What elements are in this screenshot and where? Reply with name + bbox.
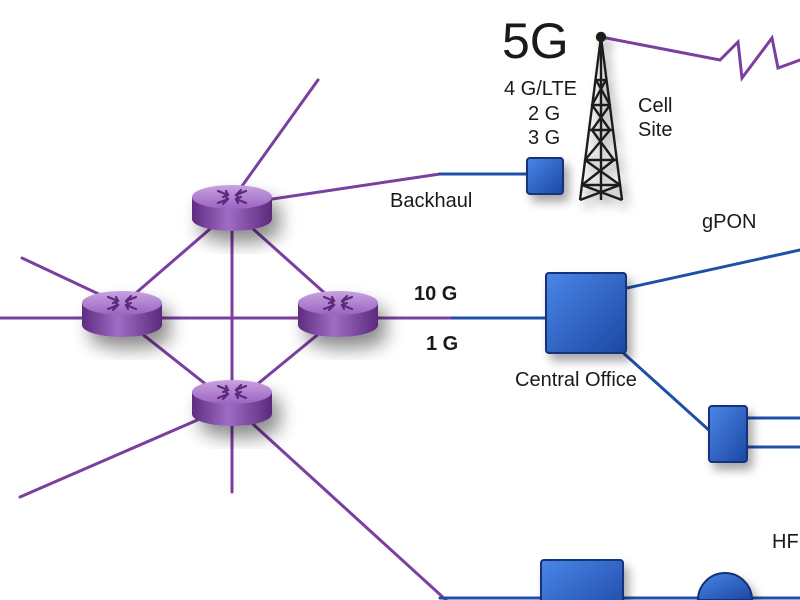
link-top-up: [230, 78, 320, 202]
router-top[interactable]: [190, 183, 274, 233]
cell-tower-icon: [578, 31, 624, 202]
router-icon: [296, 289, 380, 339]
router-right[interactable]: [296, 289, 380, 339]
label-site: Site: [638, 119, 672, 141]
network-node-icon[interactable]: [696, 572, 754, 600]
label-central-office: Central Office: [515, 369, 637, 391]
label-10g: 10 G: [414, 283, 457, 305]
link-bottom-downright: [230, 403, 448, 600]
link-5g-radio: [599, 34, 800, 82]
link-office-to-node: [618, 348, 713, 434]
link-bottom-downleft: [18, 403, 234, 499]
label-3g: 3 G: [528, 127, 560, 149]
label-backhaul: Backhaul: [390, 190, 472, 212]
router-icon: [80, 289, 164, 339]
router-icon: [190, 183, 274, 233]
network-node-icon[interactable]: [708, 405, 748, 463]
label-hfc: HF: [772, 531, 799, 553]
central-office-node[interactable]: [545, 272, 627, 354]
label-cell: Cell: [638, 95, 672, 117]
label-1g: 1 G: [426, 333, 458, 355]
router-left[interactable]: [80, 289, 164, 339]
label-4g-lte: 4 G/LTE: [504, 78, 577, 100]
network-node-icon[interactable]: [526, 157, 564, 195]
label-5g: 5G: [502, 13, 569, 69]
label-2g: 2 G: [528, 103, 560, 125]
network-node-icon[interactable]: [540, 559, 624, 600]
label-gpon: gPON: [702, 211, 756, 233]
router-icon: [190, 378, 274, 428]
link-gpon: [625, 248, 800, 290]
router-bottom[interactable]: [190, 378, 274, 428]
